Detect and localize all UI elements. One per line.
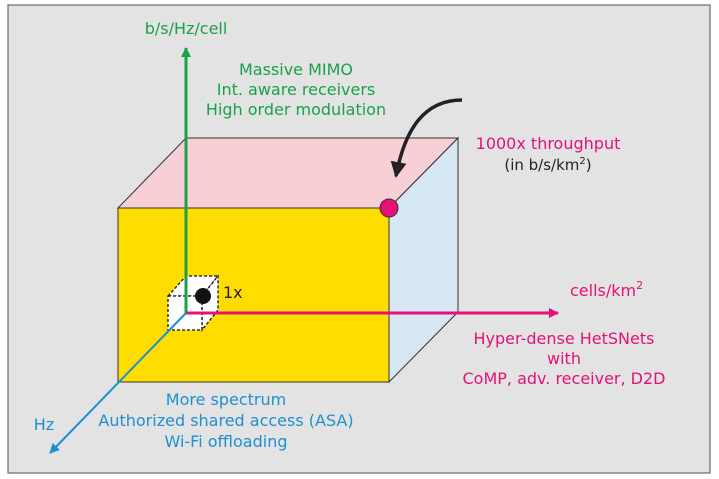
horizontal-axis-label: cells/km2 [570, 279, 643, 300]
vertical-technique-3: High order modulation [206, 100, 386, 119]
cube-front-face [117, 207, 390, 383]
vertical-axis-label: b/s/Hz/cell [145, 19, 228, 38]
vertical-technique-1: Massive MIMO [239, 60, 353, 79]
vertical-technique-2: Int. aware receivers [217, 80, 376, 99]
origin-point [195, 288, 211, 304]
depth-technique-2: Authorized shared access (ASA) [98, 411, 353, 430]
origin-label: 1x [223, 283, 243, 302]
target-label-line1: 1000x throughput [476, 134, 621, 153]
horizontal-technique-2: with [547, 349, 581, 368]
pointer-arrow [390, 98, 463, 178]
target-label-line2: (in b/s/km2) [504, 156, 591, 174]
depth-axis-label: Hz [34, 415, 54, 434]
horizontal-technique-3: CoMP, adv. receiver, D2D [463, 369, 666, 388]
horizontal-technique-1: Hyper-dense HetSNets [474, 329, 655, 348]
target-point [379, 198, 399, 218]
depth-technique-1: More spectrum [166, 390, 286, 409]
depth-axis-arrow [49, 312, 187, 454]
depth-technique-3: Wi-Fi offloading [164, 432, 287, 451]
